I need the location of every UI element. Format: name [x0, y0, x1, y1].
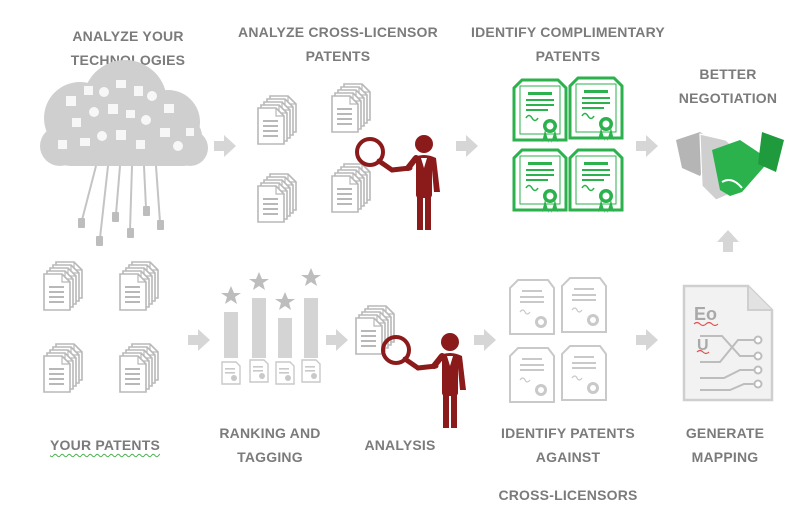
label-identify-against: IDENTIFY PATENTS AGAINST CROSS-LICENSORS — [498, 425, 638, 503]
against-certificates-icon — [509, 277, 607, 403]
label-analyze-cross-licensor: ANALYZE CROSS-LICENSOR PATENTS — [238, 24, 438, 64]
analysis-person-icon — [383, 333, 466, 428]
label-analyze-technologies: ANALYZE YOUR TECHNOLOGIES — [70, 28, 186, 68]
mapping-doc-text-2: U — [697, 337, 709, 354]
cloud-icon — [40, 60, 208, 246]
your-patents-stacks-icon — [44, 262, 158, 392]
complimentary-certificates-icon — [512, 76, 624, 215]
label-identify-complimentary: IDENTIFY COMPLIMENTARY PATENTS — [471, 24, 665, 64]
label-generate-mapping: GENERATE MAPPING — [685, 425, 765, 465]
bar-chart-stars-icon — [221, 268, 321, 385]
label-better-negotiation: BETTER NEGOTIATION — [678, 66, 778, 106]
mapping-doc-text-1: Eo — [694, 304, 717, 324]
label-your-patents: YOUR PATENTS — [50, 437, 160, 453]
handshake-icon — [676, 132, 784, 201]
mapping-document-icon: Eo U — [682, 284, 774, 402]
cross-licensor-stacks-icon — [258, 84, 370, 222]
analysis-stack-icon — [356, 306, 394, 354]
label-ranking-tagging: RANKING AND TAGGING — [219, 425, 321, 465]
label-analysis: ANALYSIS — [364, 437, 436, 453]
arrow-icon — [188, 135, 739, 351]
